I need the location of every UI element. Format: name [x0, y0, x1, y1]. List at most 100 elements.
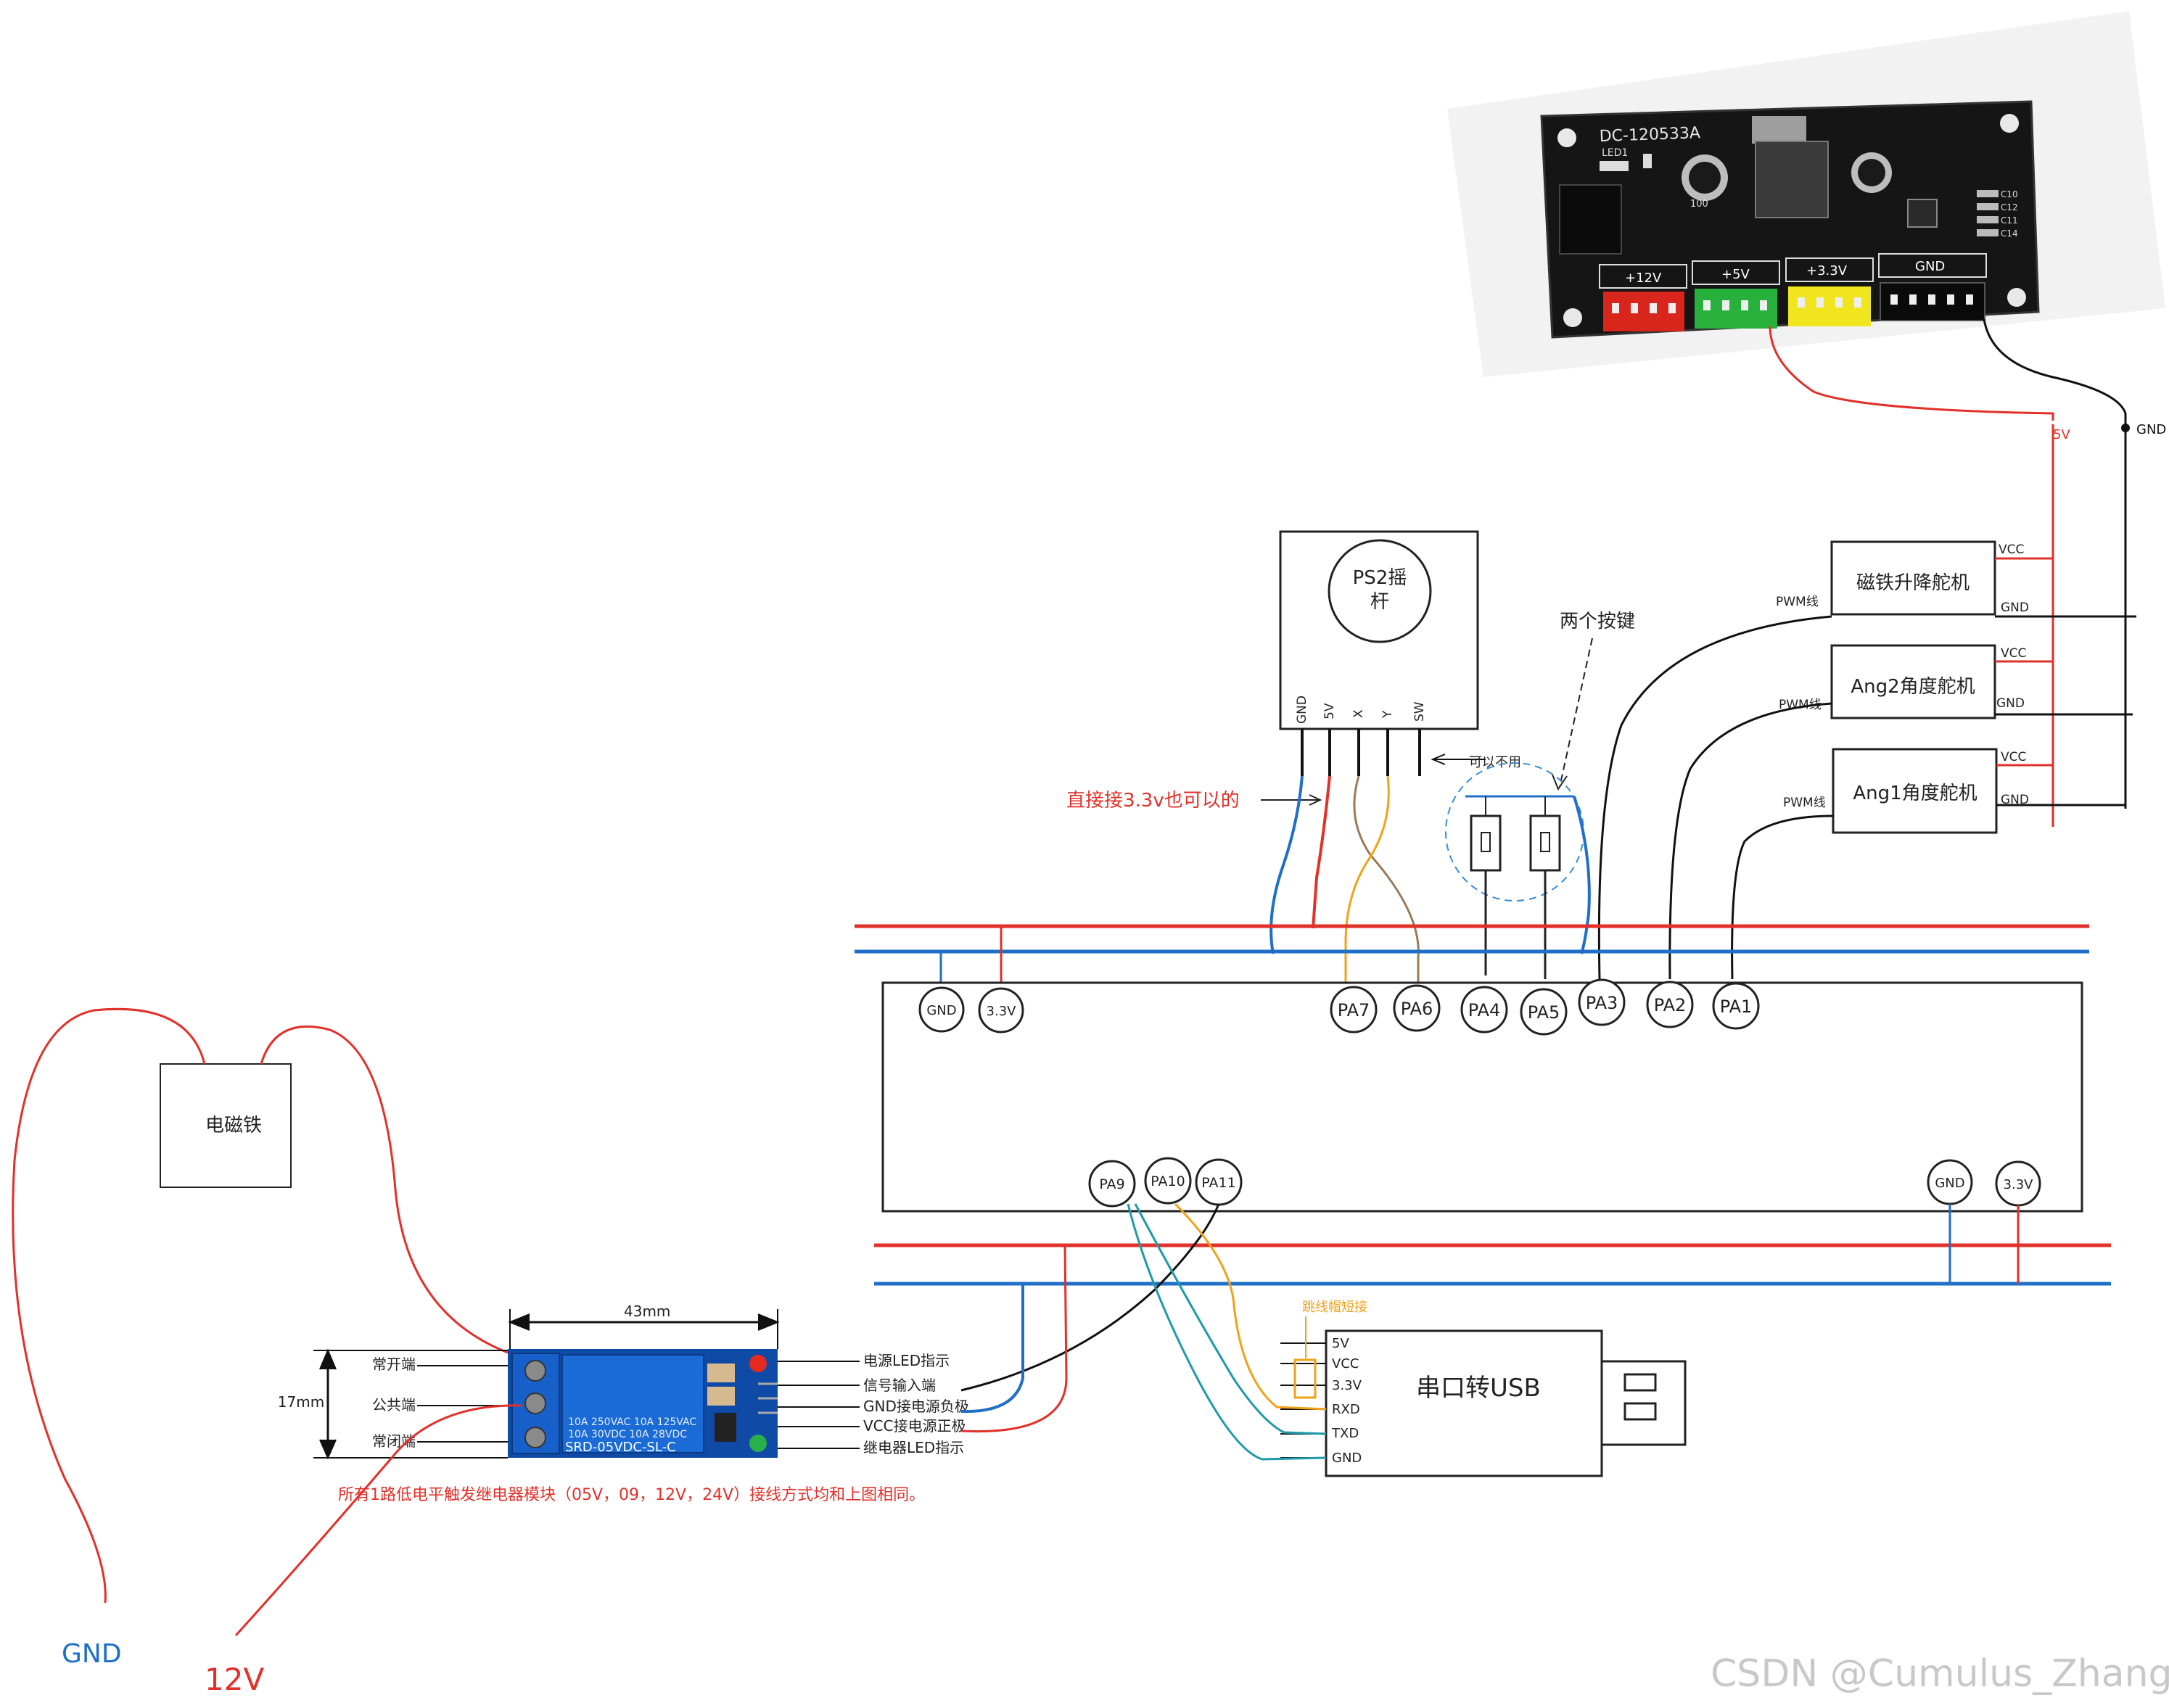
wire-5v-label: 5V — [2053, 427, 2070, 442]
servo-ang2-gnd: GND — [1996, 696, 2025, 711]
joystick-wire-x — [1353, 775, 1420, 994]
servo-magnet-lift-pwm: PWM线 — [1776, 595, 1819, 609]
usb-pin-33v: 3.3V — [1332, 1378, 1362, 1393]
usb-title: 串口转USB — [1416, 1374, 1541, 1403]
mcu-pin-pa10: PA10 — [1151, 1173, 1185, 1189]
usb-serial-adapter: 串口转USB 5V VCC 3.3V RXD TXD GND 跳线帽短接 — [1280, 1300, 1687, 1477]
psu-cap-text: 100 — [1690, 199, 1708, 210]
relay-label-com: 公共端 — [372, 1396, 416, 1414]
psu-model: DC-120533A — [1599, 124, 1700, 146]
servo-ang2-vcc: VCC — [2001, 646, 2026, 661]
mcu-pin-pa5: PA5 — [1528, 1002, 1560, 1023]
supply-12v-label: 12V — [205, 1662, 264, 1697]
electromagnet — [160, 1063, 292, 1188]
relay-note: 所有1路低电平触发继电器模块（05V，09，12V，24V）接线方式均和上图相同… — [338, 1486, 925, 1504]
mcu-pin-gnd-top: GND — [926, 1003, 956, 1018]
wire-gnd-label: GND — [2136, 422, 2166, 437]
serial-wire-pa11 — [1134, 1203, 1327, 1435]
joystick-pin-y: Y — [1380, 710, 1395, 719]
mcu-bottom-pins: PA9 PA10 PA11 GND 3.3V — [1088, 1157, 2041, 1208]
psu-header-12v-label: +12V — [1625, 271, 1662, 286]
joystick-pin-5v: 5V — [1322, 703, 1337, 719]
magnet-wire-gnd — [12, 1007, 206, 1604]
usb-pin-txd: TXD — [1331, 1426, 1359, 1441]
servo-ang2: Ang2角度舵机 VCC GND PWM线 — [1779, 644, 2026, 719]
servo-ang1-name: Ang1角度舵机 — [1853, 783, 1977, 804]
usb-pin-rxd: RXD — [1332, 1402, 1360, 1417]
relay-text-1: 10A 250VAC 10A 125VAC — [568, 1416, 696, 1428]
wire-5v-from-psu — [1769, 326, 2054, 421]
relay-label-relay-led: 继电器LED指示 — [863, 1439, 964, 1456]
usb-jumper-note: 跳线帽短接 — [1302, 1300, 1367, 1315]
servo-ang1-gnd: GND — [2001, 793, 2029, 807]
psu-cap-label-4: C14 — [2001, 228, 2018, 239]
relay-label-no: 常开端 — [372, 1356, 416, 1373]
relay-wire-12v — [234, 1404, 523, 1637]
servo-ang1-vcc: VCC — [2001, 750, 2026, 764]
mcu-pin-pa1: PA1 — [1720, 997, 1753, 1017]
relay-height-label: 17mm — [278, 1393, 324, 1411]
relay-wire-gnd — [960, 1284, 1024, 1414]
button-1 — [1470, 814, 1502, 872]
joystick-title-1: PS2摇 — [1353, 567, 1407, 589]
mcu-pin-gnd-bottom: GND — [1935, 1176, 1964, 1191]
psu-header-33v-label: +3.3V — [1806, 263, 1848, 279]
relay-wire-signal — [960, 1203, 1220, 1392]
supply-gnd-label: GND — [62, 1639, 122, 1669]
usb-pin-gnd: GND — [1332, 1451, 1362, 1466]
joystick-sw-note: 可以不用 — [1469, 755, 1521, 770]
ps2-joystick: PS2摇 杆 GND 5V X Y SW — [1279, 530, 1479, 776]
relay-wire-vcc — [960, 1245, 1068, 1433]
mcu-top-pins: GND 3.3V PA7 PA6 PA4 PA5 PA3 PA2 PA1 — [918, 978, 1760, 1036]
servo-ang1-pwm: PWM线 — [1783, 796, 1826, 810]
joystick-wire-5v — [1312, 775, 1331, 929]
relay-label-power-led: 电源LED指示 — [863, 1352, 950, 1369]
psu-led-text: LED1 — [1602, 147, 1628, 159]
relay-model: SRD-05VDC-SL-C — [565, 1440, 676, 1455]
mcu-pin-pa4: PA4 — [1468, 1000, 1501, 1020]
mcu-pin-pa6: PA6 — [1401, 999, 1433, 1019]
watermark: CSDN @Cumulus_Zhang — [1711, 1652, 2169, 1696]
psu-cap-label-2: C12 — [2001, 202, 2018, 213]
relay-label-signal-in: 信号输入端 — [863, 1377, 936, 1394]
mcu-pin-pa2: PA2 — [1654, 995, 1687, 1015]
psu-header-5v-label: +5V — [1721, 267, 1750, 282]
mcu-pin-pa7: PA7 — [1338, 1000, 1370, 1020]
servo-magnet-lift-gnd: GND — [2001, 601, 2029, 615]
mcu-pin-33v-bottom: 3.3V — [2004, 1177, 2034, 1192]
pwm-wire-magnet-lift — [1597, 615, 1832, 980]
usb-pin-vcc: VCC — [1332, 1356, 1359, 1371]
joystick-5v-note: 直接接3.3v也可以的 — [1066, 790, 1240, 812]
joystick-pin-x: X — [1351, 709, 1366, 718]
usb-pin-5v: 5V — [1332, 1336, 1349, 1351]
joystick-title-2: 杆 — [1370, 591, 1389, 613]
mcu-pin-33v-top: 3.3V — [987, 1004, 1017, 1019]
servo-magnet-lift-vcc: VCC — [1999, 542, 2024, 557]
relay-module: 43mm 17mm 常开端 公共端 常闭端 10A 250VAC 10A 125… — [278, 1303, 969, 1460]
button-2 — [1529, 814, 1561, 872]
joystick-pin-sw: SW — [1412, 701, 1427, 722]
servo-ang1: Ang1角度舵机 VCC GND PWM线 — [1783, 748, 2029, 834]
servo-magnet-lift-name: 磁铁升降舵机 — [1856, 572, 1970, 594]
pwm-wire-ang1 — [1731, 814, 1834, 980]
relay-text-2: 10A 30VDC 10A 28VDC — [568, 1429, 687, 1440]
relay-label-vcc: VCC接电源正极 — [863, 1417, 966, 1435]
serial-wire-pa10 — [1174, 1202, 1327, 1411]
serial-wire-pa9 — [1127, 1203, 1327, 1461]
electromagnet-label: 电磁铁 — [205, 1115, 262, 1136]
usb-jumper-cap — [1293, 1358, 1317, 1399]
magnet-wire-relay — [260, 1025, 509, 1354]
psu-header-gnd-label: GND — [1915, 259, 1945, 274]
power-module: DC-120533A LED1 100 C10 C12 C11 C14 +12V… — [1447, 11, 2165, 377]
joystick-wire-gnd — [1269, 775, 1304, 954]
mcu-pin-pa9: PA9 — [1099, 1176, 1124, 1192]
buttons-dashed-circle — [1445, 762, 1584, 902]
servo-ang2-name: Ang2角度舵机 — [1851, 676, 1975, 698]
mcu-pin-pa11: PA11 — [1201, 1175, 1235, 1191]
wire-gnd-from-psu — [1983, 318, 2127, 809]
psu-cap-label-1: C10 — [2001, 189, 2018, 199]
buttons-label: 两个按键 — [1560, 611, 1635, 632]
servo-magnet-lift: 磁铁升降舵机 VCC GND PWM线 — [1776, 540, 2029, 616]
pwm-wire-ang2 — [1668, 702, 1832, 980]
